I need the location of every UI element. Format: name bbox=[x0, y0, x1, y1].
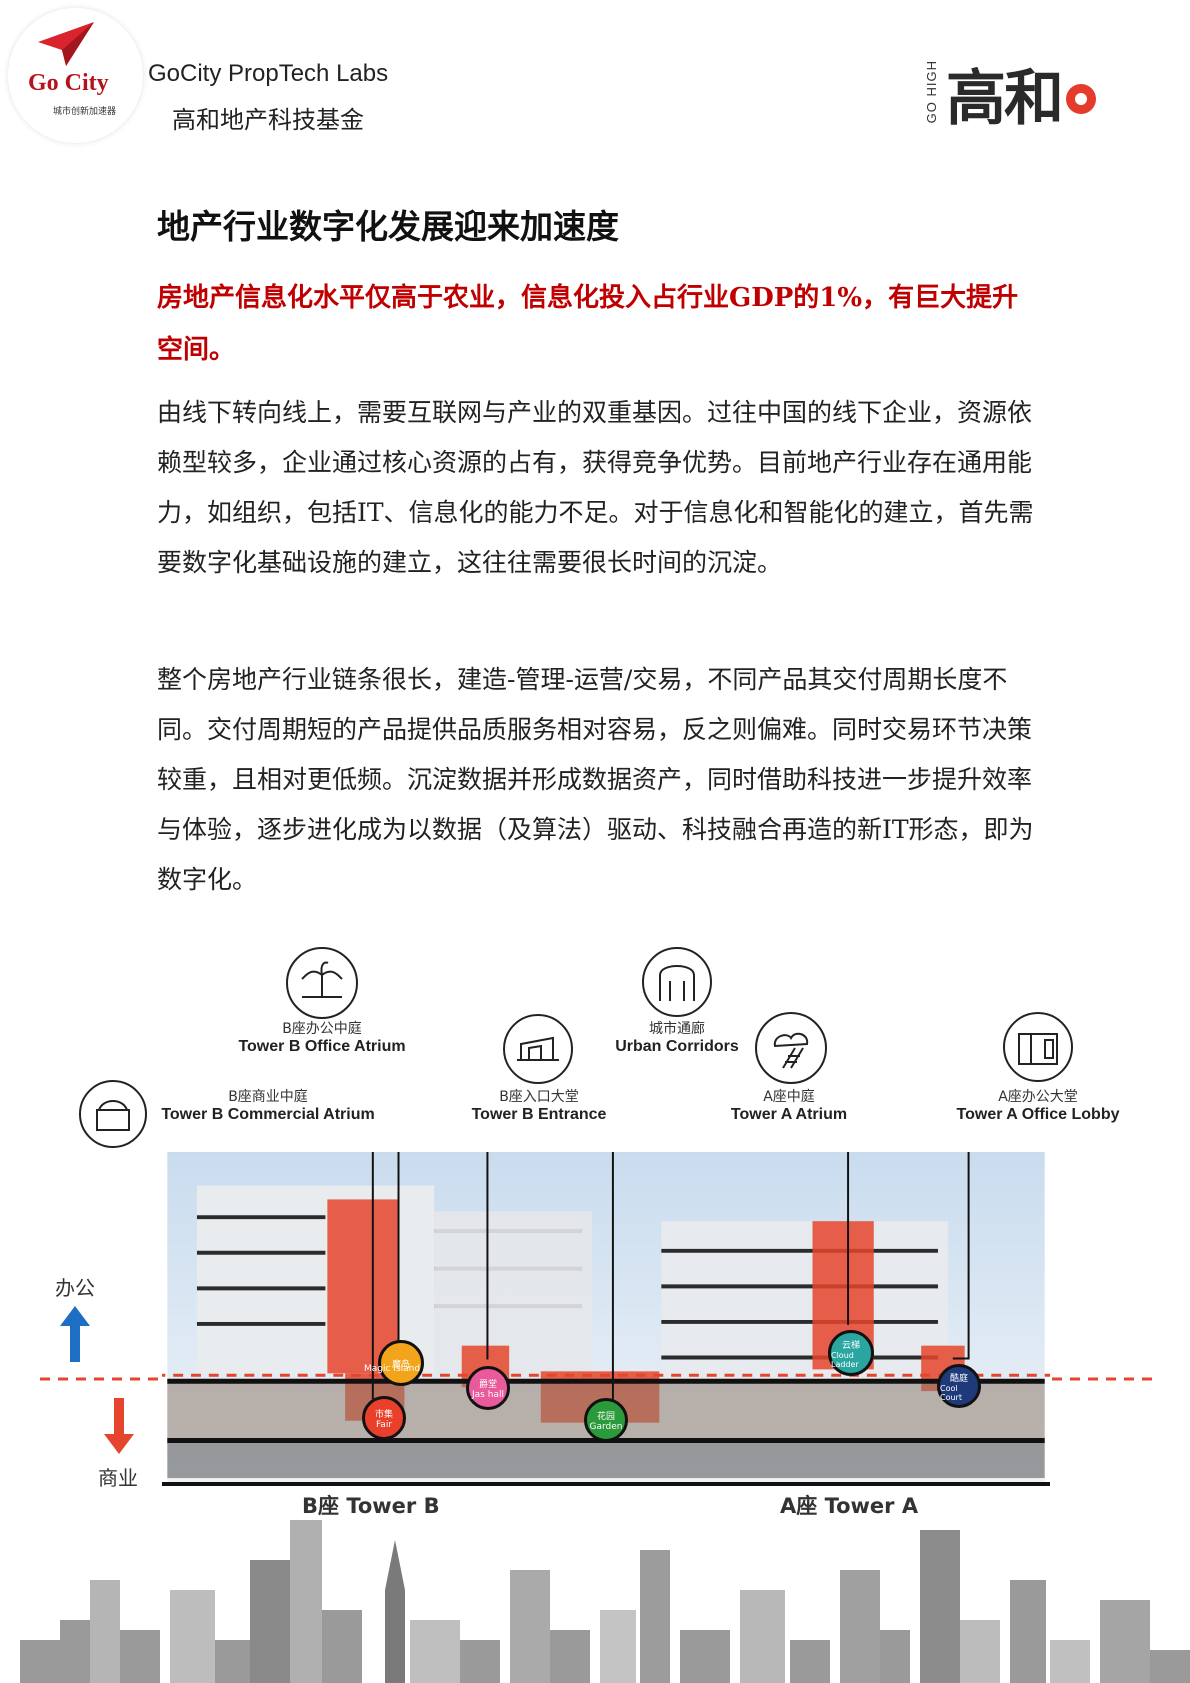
paper-plane-icon bbox=[38, 22, 94, 66]
marker-cn: 云梯 bbox=[841, 1340, 860, 1351]
marker-en: Cool Court bbox=[940, 1383, 962, 1402]
label-en: Tower B Commercial Atrium bbox=[161, 1106, 375, 1123]
article-paragraph-1: 由线下转向线上，需要互联网与产业的双重基因。过往中国的线下企业，资源依赖型较多，… bbox=[157, 398, 1034, 577]
label-cn: B座商业中庭 bbox=[228, 1089, 308, 1105]
label-en: Tower B Entrance bbox=[471, 1106, 607, 1123]
city-skyline-illustration bbox=[20, 1520, 1190, 1683]
logo-subtext: 城市创新加速器 bbox=[53, 107, 117, 117]
tower-b-label: B座 Tower B bbox=[302, 1494, 440, 1518]
brand-english: GoCity PropTech Labs bbox=[148, 60, 389, 87]
marker-cn: 市集 bbox=[374, 1409, 393, 1420]
divider-dashed bbox=[40, 1377, 1160, 1381]
label-cn: 城市通廊 bbox=[649, 1021, 705, 1037]
label-en: Tower A Atrium bbox=[730, 1106, 848, 1123]
marker-garden: 花园 Garden bbox=[584, 1398, 628, 1442]
marker-en: Jas hall bbox=[472, 1389, 504, 1400]
label-cn: A座办公大堂 bbox=[998, 1089, 1078, 1105]
lobby-icon bbox=[1001, 1010, 1075, 1084]
label-cn: B座办公中庭 bbox=[282, 1021, 362, 1037]
marker-magic-island-en: Magic Island bbox=[364, 1364, 421, 1374]
marker-cloud-ladder: 云梯 Cloud Ladder bbox=[828, 1330, 874, 1376]
marker-cool-court: 酷庭 Cool Court bbox=[937, 1364, 981, 1408]
marker-cn: 爵堂 bbox=[478, 1379, 497, 1390]
marker-en: Fair bbox=[375, 1419, 393, 1430]
building-entrance-icon bbox=[501, 1012, 575, 1086]
article-paragraph-2: 整个房地产行业链条很长，建造-管理-运营/交易，不同产品其交付周期长度不同。交付… bbox=[157, 665, 1034, 894]
marker-fair: 市集 Fair bbox=[362, 1396, 406, 1440]
label-en: Tower B Office Atrium bbox=[238, 1038, 406, 1055]
logo-text: Go City bbox=[28, 70, 109, 96]
label-en: Tower A Office Lobby bbox=[956, 1106, 1120, 1123]
marker-jas-hall: 爵堂 Jas hall bbox=[466, 1366, 510, 1410]
brand-chinese: 高和地产科技基金 bbox=[172, 106, 364, 134]
gocity-logo: Go City 城市创新加速器 bbox=[8, 8, 143, 143]
label-tower-b-entrance: B座入口大堂 Tower B Entrance bbox=[464, 1088, 614, 1124]
gohigh-logo: GO HIGH 高和 bbox=[924, 50, 1104, 134]
cloud-ladder-icon bbox=[753, 1010, 829, 1086]
marker-en: Garden bbox=[589, 1421, 623, 1432]
marker-cn: 花园 bbox=[596, 1411, 615, 1422]
label-tower-b-commercial-atrium: B座商业中庭 Tower B Commercial Atrium bbox=[152, 1088, 384, 1124]
article-highlight: 房地产信息化水平仅高于农业，信息化投入占行业GDP的1%，有巨大提升空间。 bbox=[157, 283, 1019, 365]
label-tower-a-office-lobby: A座办公大堂 Tower A Office Lobby bbox=[950, 1088, 1126, 1124]
marker-magic-island: 魔岛 bbox=[378, 1340, 424, 1386]
marker-en: Cloud Ladder bbox=[831, 1350, 859, 1369]
tree-corridor-icon bbox=[640, 945, 714, 1019]
marker-cn: 魔岛 bbox=[391, 1359, 410, 1370]
label-cn: B座入口大堂 bbox=[499, 1089, 579, 1105]
palm-icon bbox=[284, 945, 360, 1021]
side-label-office: 办公 bbox=[55, 1276, 95, 1300]
arrow-down-icon bbox=[104, 1398, 134, 1454]
label-en: Urban Corridors bbox=[615, 1038, 739, 1055]
gohigh-big-text: 高和 bbox=[946, 64, 1064, 134]
label-tower-a-atrium: A座中庭 Tower A Atrium bbox=[714, 1088, 864, 1124]
arrow-up-icon bbox=[60, 1306, 90, 1362]
marker-cn: 酷庭 bbox=[949, 1373, 968, 1384]
label-urban-corridors: 城市通廊 Urban Corridors bbox=[605, 1020, 749, 1056]
gohigh-dot-icon bbox=[1066, 84, 1096, 114]
label-tower-b-office-atrium: B座办公中庭 Tower B Office Atrium bbox=[215, 1020, 429, 1056]
side-label-commercial: 商业 bbox=[98, 1466, 138, 1490]
article-title: 地产行业数字化发展迎来加速度 bbox=[157, 207, 619, 246]
label-cn: A座中庭 bbox=[763, 1089, 815, 1105]
building-section-illustration bbox=[162, 1152, 1050, 1486]
tower-a-label: A座 Tower A bbox=[780, 1494, 919, 1518]
gohigh-small-text: GO HIGH bbox=[924, 60, 939, 124]
basket-icon bbox=[77, 1078, 149, 1150]
